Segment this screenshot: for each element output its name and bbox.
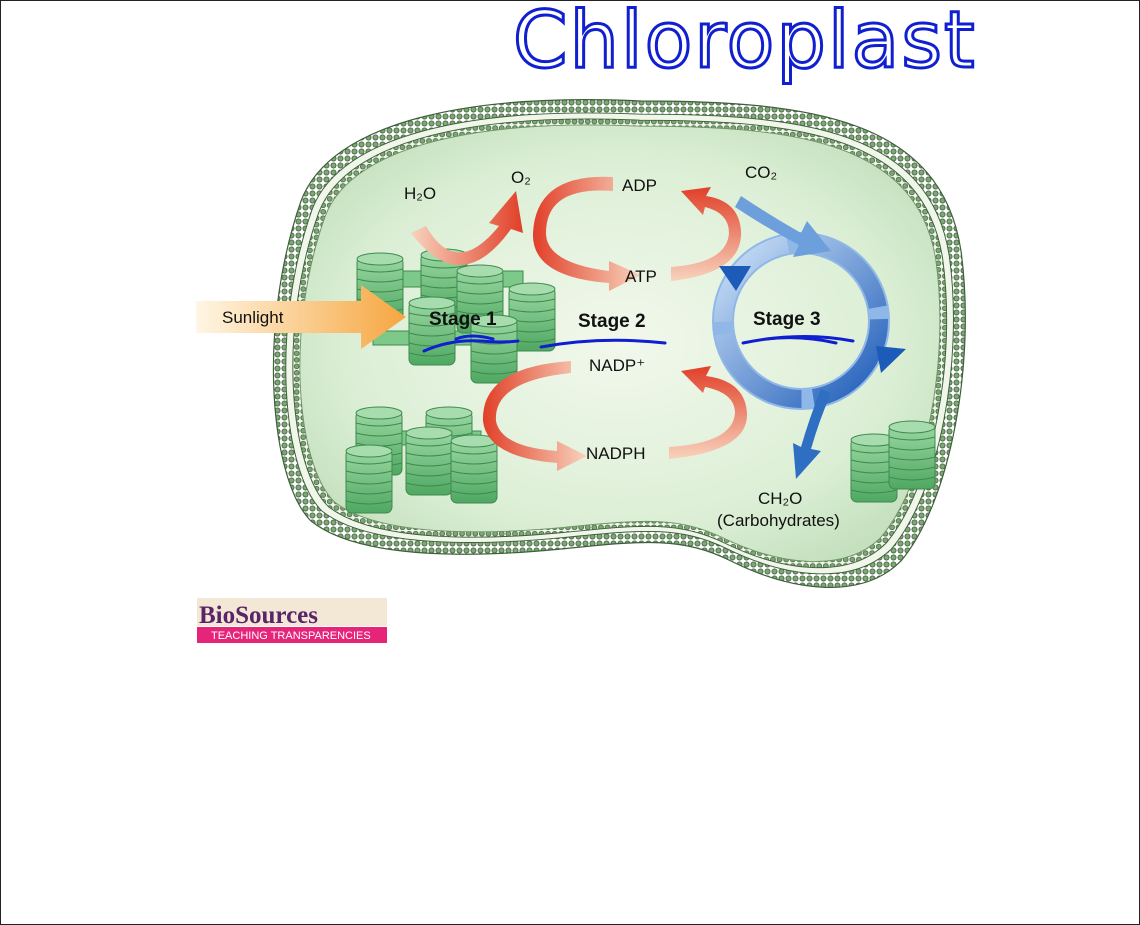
atp-label: ATP [625, 267, 657, 286]
carbohydrates-label: (Carbohydrates) [717, 511, 840, 530]
stage-2-label: Stage 2 [578, 311, 646, 332]
co2-label: CO₂ [745, 163, 777, 182]
logo-tagline: TEACHING TRANSPARENCIES [211, 630, 371, 642]
logo-brand: BioSources [199, 602, 318, 629]
biosources-logo: BioSources TEACHING TRANSPARENCIES [197, 598, 387, 643]
stage-3-label: Stage 3 [753, 309, 821, 330]
sunlight-label: Sunlight [222, 308, 284, 327]
stage-1-label: Stage 1 [429, 309, 497, 330]
oxygen-label: O₂ [511, 168, 531, 187]
nadph-label: NADPH [586, 444, 646, 463]
handwritten-title: Chloroplast [513, 1, 977, 86]
nadp-label: NADP⁺ [589, 356, 645, 375]
ch2o-label: CH₂O [758, 489, 802, 508]
adp-label: ADP [622, 176, 657, 195]
water-label: H₂O [404, 184, 436, 203]
